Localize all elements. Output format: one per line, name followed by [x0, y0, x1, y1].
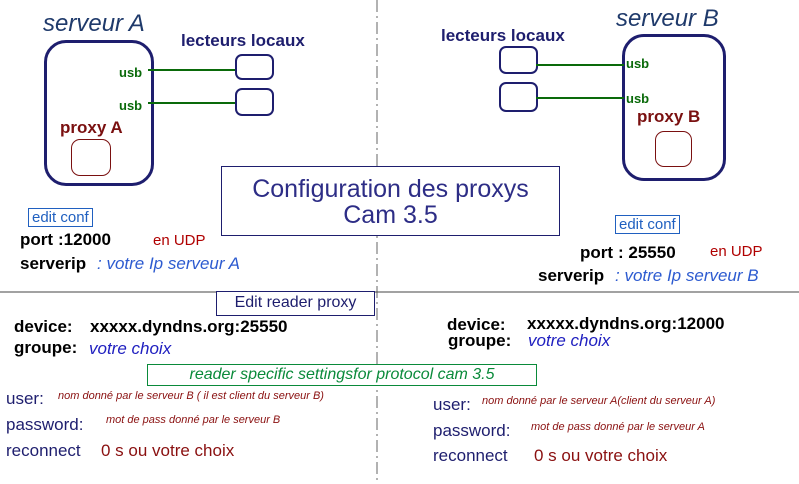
groupe-right-key: groupe:	[448, 331, 512, 350]
device-right-key: device:	[447, 315, 506, 334]
proxy-b-label: proxy B	[637, 107, 701, 126]
serverip-b-value: : votre Ip serveur B	[615, 266, 759, 285]
local-reader-b1	[499, 46, 538, 74]
local-reader-a2	[235, 88, 274, 116]
password-left-value: mot de pass donné par le serveur B	[106, 414, 281, 426]
serverip-a-key: serverip	[20, 254, 87, 273]
password-right-value: mot de pass donné par le serveur A	[531, 421, 705, 433]
server-b-title: serveur B	[616, 5, 719, 32]
groupe-left-value: votre choix	[89, 339, 172, 358]
reconnect-right-key: reconnect	[433, 446, 508, 465]
user-right-value: nom donné par le serveur A(client du ser…	[482, 395, 716, 407]
device-left-value: xxxxx.dyndns.org:25550	[90, 317, 288, 336]
reconnect-left-value: 0 s ou votre choix	[101, 441, 235, 460]
local-reader-a1	[235, 54, 274, 80]
reader-specific-label: reader specific settingsfor protocol cam…	[147, 364, 537, 386]
password-left-key: password:	[6, 415, 84, 434]
proxy-a-module	[71, 139, 111, 176]
port-a-key: port	[20, 230, 54, 249]
title-line1: Configuration des proxys	[252, 175, 529, 203]
title-line2: Cam 3.5	[343, 201, 438, 229]
usb-wire-a2	[148, 102, 236, 104]
server-a-title: serveur A	[43, 10, 145, 37]
server-b-box	[622, 34, 726, 181]
usb-wire-a1	[148, 69, 236, 71]
port-b-key: port	[580, 243, 614, 262]
usb-wire-b1	[536, 64, 624, 66]
edit-conf-b-label: edit conf	[615, 215, 680, 234]
edit-conf-a-label: edit conf	[28, 208, 93, 227]
title-box: Configuration des proxys Cam 3.5	[221, 166, 560, 236]
edit-reader-proxy-label: Edit reader proxy	[216, 291, 375, 316]
port-b-protocol: en UDP	[710, 243, 763, 260]
serverip-b-key: serverip	[538, 266, 605, 285]
usb-label-a1: usb	[119, 65, 143, 80]
reconnect-left-key: reconnect	[6, 441, 81, 460]
port-a-value: :12000	[58, 230, 111, 249]
groupe-right-value: votre choix	[528, 331, 611, 350]
lecteurs-locaux-b: lecteurs locaux	[441, 26, 565, 45]
device-right-value: xxxxx.dyndns.org:12000	[527, 314, 725, 333]
port-b-value: : 25550	[618, 243, 676, 262]
groupe-left-key: groupe:	[14, 338, 78, 357]
proxy-b-module	[655, 131, 692, 167]
usb-label-a2: usb	[119, 98, 143, 113]
usb-wire-b2	[536, 97, 624, 99]
user-left-key: user:	[6, 389, 44, 408]
reconnect-right-value: 0 s ou votre choix	[534, 446, 668, 465]
user-left-value: nom donné par le serveur B ( il est clie…	[58, 390, 324, 402]
lecteurs-locaux-a: lecteurs locaux	[181, 31, 305, 50]
serverip-a-value: : votre Ip serveur A	[97, 254, 240, 273]
port-a-protocol: en UDP	[153, 232, 206, 249]
usb-label-b1: usb	[626, 56, 650, 71]
device-left-key: device:	[14, 317, 73, 336]
proxy-a-label: proxy A	[60, 118, 123, 137]
server-a-box	[44, 40, 154, 186]
usb-label-b2: usb	[626, 91, 650, 106]
local-reader-b2	[499, 82, 538, 112]
user-right-key: user:	[433, 395, 471, 414]
password-right-key: password:	[433, 421, 511, 440]
